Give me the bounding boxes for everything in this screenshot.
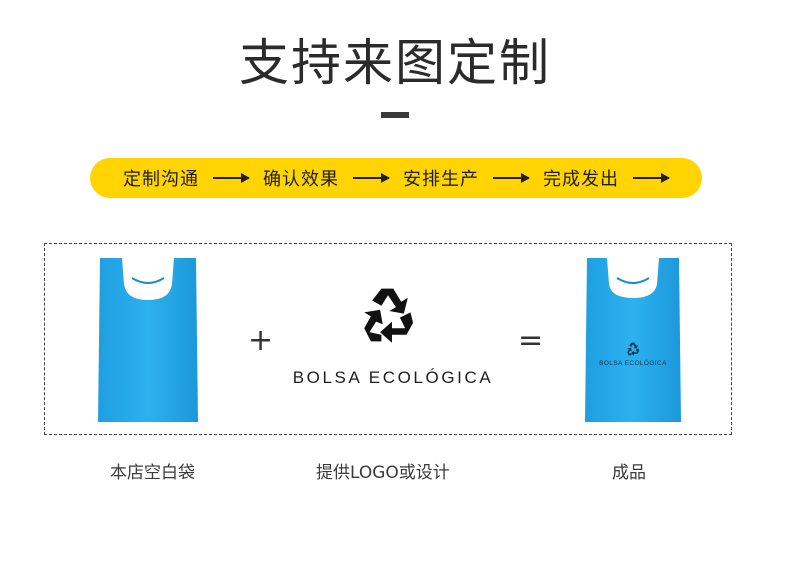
logo-text: BOLSA ECOLÓGICA <box>292 368 494 387</box>
process-bar: 定制沟通 确认效果 安排生产 完成发出 <box>90 158 702 198</box>
process-step-confirm: 确认效果 <box>263 169 339 190</box>
caption-provide-logo: 提供LOGO或设计 <box>316 463 450 483</box>
arrow-right-icon <box>633 173 670 183</box>
page-title: 支持来图定制 <box>239 34 551 92</box>
finished-bag-image <box>585 258 681 422</box>
process-step-communicate: 定制沟通 <box>123 169 199 190</box>
caption-blank-bag: 本店空白袋 <box>110 463 195 483</box>
arrow-right-icon <box>493 173 530 183</box>
equals-sign: = <box>518 323 544 358</box>
arrow-right-icon <box>353 173 390 183</box>
arrow-right-icon <box>213 173 250 183</box>
showcase-frame <box>44 243 732 435</box>
title-divider <box>381 112 409 118</box>
bag-recycle-icon <box>627 342 640 356</box>
process-step-produce: 安排生产 <box>403 169 479 190</box>
blank-bag-image <box>98 258 198 422</box>
plus-sign: + <box>248 323 274 358</box>
bag-logo-text: BOLSA ECOLÓGICA <box>599 360 667 367</box>
recycle-icon <box>364 288 414 343</box>
caption-finished-product: 成品 <box>612 463 646 483</box>
process-step-ship: 完成发出 <box>543 169 619 190</box>
